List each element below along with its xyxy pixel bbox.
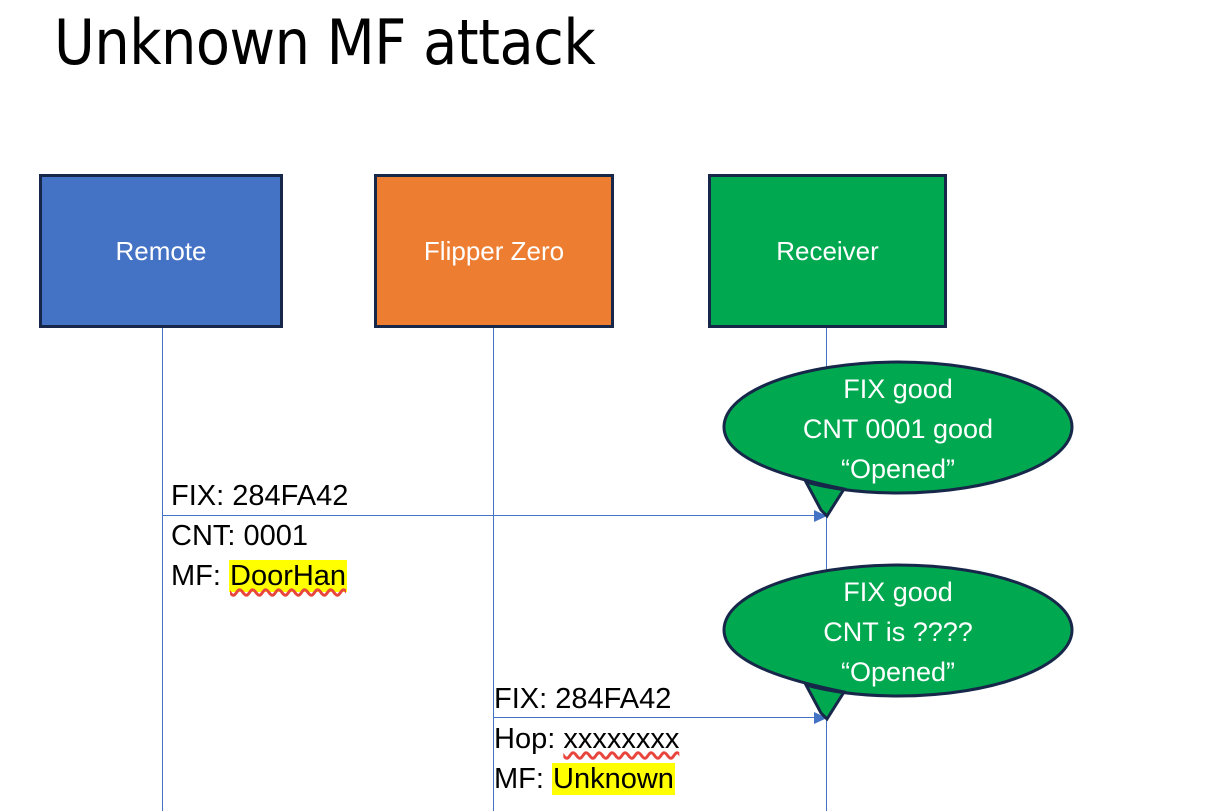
message-2-mf-value: Unknown: [552, 763, 675, 795]
actor-box-receiver[interactable]: Receiver: [708, 174, 947, 328]
message-1-line-mf: MF: DoorHan: [171, 556, 348, 596]
message-1-line-cnt: CNT: 0001: [171, 520, 309, 552]
callout-shape-1: [722, 360, 1074, 519]
message-2-line-hop: Hop: xxxxxxxx: [494, 719, 679, 759]
message-label-2: FIX: 284FA42 Hop: xxxxxxxx MF: Unknown: [494, 679, 679, 799]
message-2-line-mf: MF: Unknown: [494, 759, 679, 799]
actor-label-flipper-zero: Flipper Zero: [423, 235, 565, 266]
message-1-mf-prefix: MF:: [171, 560, 229, 592]
callout-path-2: [722, 563, 1074, 722]
callout-shape-2: [722, 563, 1074, 722]
lifeline-remote: [162, 328, 163, 811]
message-2-line-fix: FIX: 284FA42: [494, 683, 672, 715]
callout-bubble-receiver-2: FIX good CNT is ???? “Opened”: [722, 563, 1074, 722]
page-title: Unknown MF attack: [54, 6, 596, 79]
actor-label-remote: Remote: [115, 235, 207, 266]
message-1-mf-value: DoorHan: [229, 560, 348, 592]
actor-box-remote[interactable]: Remote: [39, 174, 283, 328]
lifeline-flipper-zero: [493, 328, 494, 811]
actor-label-receiver: Receiver: [776, 235, 879, 266]
callout-path-1: [722, 360, 1074, 519]
message-1-line-fix: FIX: 284FA42: [171, 480, 349, 512]
arrow-line: [494, 717, 820, 718]
message-2-mf-prefix: MF:: [494, 763, 552, 795]
callout-bubble-receiver-1: FIX good CNT 0001 good “Opened”: [722, 360, 1074, 519]
message-2-hop-prefix: Hop:: [494, 723, 564, 755]
actor-box-flipper-zero[interactable]: Flipper Zero: [374, 174, 614, 328]
message-label-1: FIX: 284FA42 CNT: 0001 MF: DoorHan: [171, 476, 348, 596]
arrow-line: [163, 515, 820, 516]
message-2-hop-value: xxxxxxxx: [563, 723, 680, 755]
